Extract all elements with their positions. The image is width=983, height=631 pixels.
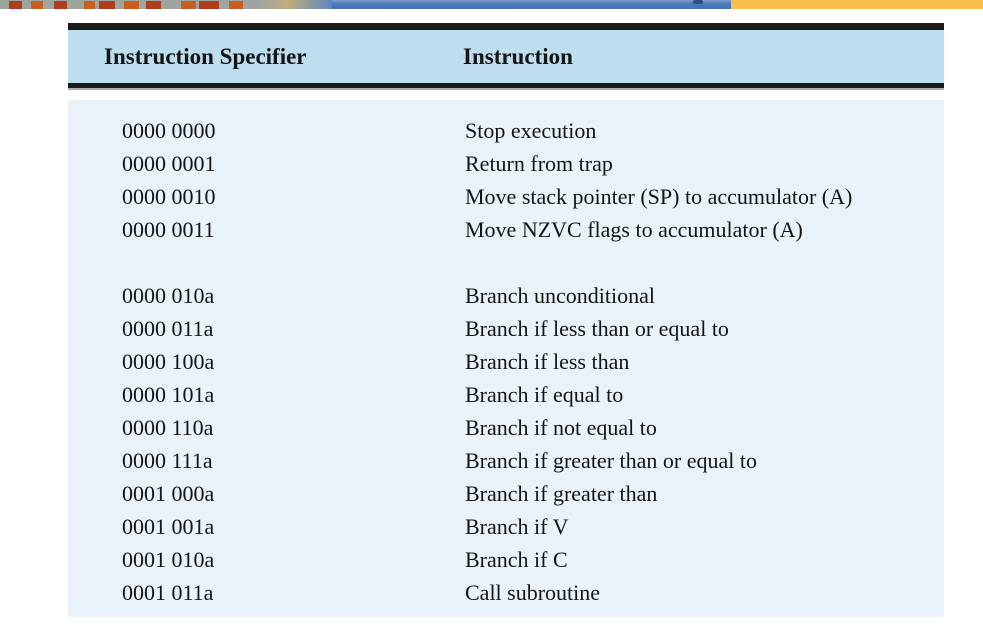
- banner-photo-block: [84, 1, 95, 9]
- instruction-cell: Call subroutine: [465, 580, 601, 605]
- top-banner: [0, 0, 983, 9]
- table-header-row: Instruction Specifier Instruction: [68, 30, 944, 83]
- table-row: 0000 0010 Move stack pointer (SP) to accu…: [68, 180, 944, 213]
- instruction-specifier-cell: 0000 011a: [122, 316, 214, 341]
- banner-blue-segment: [332, 0, 731, 9]
- instruction-cell: Branch if greater than or equal to: [465, 448, 757, 473]
- instruction-cell: Branch if greater than: [465, 481, 658, 506]
- table-row: 0000 0011 Move NZVC flags to accumulator …: [68, 213, 944, 246]
- instruction-specifier-cell: 0000 111a: [122, 448, 213, 473]
- header-body-gap: [68, 90, 944, 100]
- instruction-cell: Move NZVC flags to accumulator (A): [465, 217, 803, 242]
- banner-photo-block: [124, 1, 139, 9]
- table-row: 0001 000a Branch if greater than: [68, 477, 944, 510]
- header-instruction-specifier: Instruction Specifier: [104, 43, 307, 69]
- instruction-cell: Return from trap: [465, 151, 613, 176]
- banner-photo-block: [199, 1, 219, 9]
- instruction-specifier-cell: 0000 110a: [122, 415, 214, 440]
- banner-photo-block: [181, 1, 196, 9]
- banner-photo-strip: [0, 0, 258, 9]
- banner-photo-block: [31, 1, 43, 9]
- table-row: 0000 0000 Stop execution: [68, 114, 944, 147]
- instruction-cell: Branch if V: [465, 514, 569, 539]
- table-row: 0001 001a Branch if V: [68, 510, 944, 543]
- table-row: 0000 101a Branch if equal to: [68, 378, 944, 411]
- banner-photo-block: [229, 1, 243, 9]
- instruction-specifier-cell: 0000 100a: [122, 349, 215, 374]
- banner-blue-smudge: [693, 0, 703, 4]
- instruction-cell: Branch if C: [465, 547, 568, 572]
- table-row: 0000 011a Branch if less than or equal to: [68, 312, 944, 345]
- instruction-cell: Branch if less than or equal to: [465, 316, 729, 341]
- banner-fade-segment: [258, 0, 332, 9]
- instruction-cell: Move stack pointer (SP) to accumulator (…: [465, 184, 853, 209]
- instruction-specifier-cell: 0001 000a: [122, 481, 215, 506]
- instruction-cell: Branch unconditional: [465, 283, 656, 308]
- table-body: 0000 0000 Stop execution 0000 0001 Return f…: [68, 100, 944, 617]
- table-row: 0001 011a Call subroutine: [68, 576, 944, 609]
- banner-photo-block: [54, 1, 67, 9]
- instruction-specifier-cell: 0000 0011: [122, 217, 215, 242]
- instruction-cell: Branch if not equal to: [465, 415, 657, 440]
- group-spacer: [68, 246, 944, 279]
- table-row: 0000 010a Branch unconditional: [68, 279, 944, 312]
- instruction-specifier-cell: 0000 010a: [122, 283, 215, 308]
- table-row: 0000 100a Branch if less than: [68, 345, 944, 378]
- instruction-cell: Branch if less than: [465, 349, 630, 374]
- banner-photo-block: [146, 1, 161, 9]
- instruction-specifier-cell: 0001 001a: [122, 514, 215, 539]
- table-row: 0000 111a Branch if greater than or equal…: [68, 444, 944, 477]
- table-row: 0000 110a Branch if not equal to: [68, 411, 944, 444]
- table-header-rule: [68, 83, 944, 90]
- instruction-specifier-cell: 0000 0001: [122, 151, 216, 176]
- instruction-cell: Stop execution: [465, 118, 597, 143]
- instruction-cell: Branch if equal to: [465, 382, 624, 407]
- instruction-specifier-cell: 0000 0000: [122, 118, 216, 143]
- instruction-table: Instruction Specifier Instruction 0000 0…: [68, 23, 944, 617]
- table-row: 0001 010a Branch if C: [68, 543, 944, 576]
- banner-yellow-segment: [731, 0, 983, 9]
- table-top-rule: [68, 23, 944, 30]
- instruction-specifier-cell: 0001 011a: [122, 580, 214, 605]
- instruction-specifier-cell: 0000 0010: [122, 184, 216, 209]
- header-instruction: Instruction: [463, 43, 573, 69]
- banner-photo-block: [9, 1, 22, 9]
- banner-photo-block: [99, 1, 115, 9]
- instruction-specifier-cell: 0001 010a: [122, 547, 215, 572]
- table-row: 0000 0001 Return from trap: [68, 147, 944, 180]
- instruction-specifier-cell: 0000 101a: [122, 382, 215, 407]
